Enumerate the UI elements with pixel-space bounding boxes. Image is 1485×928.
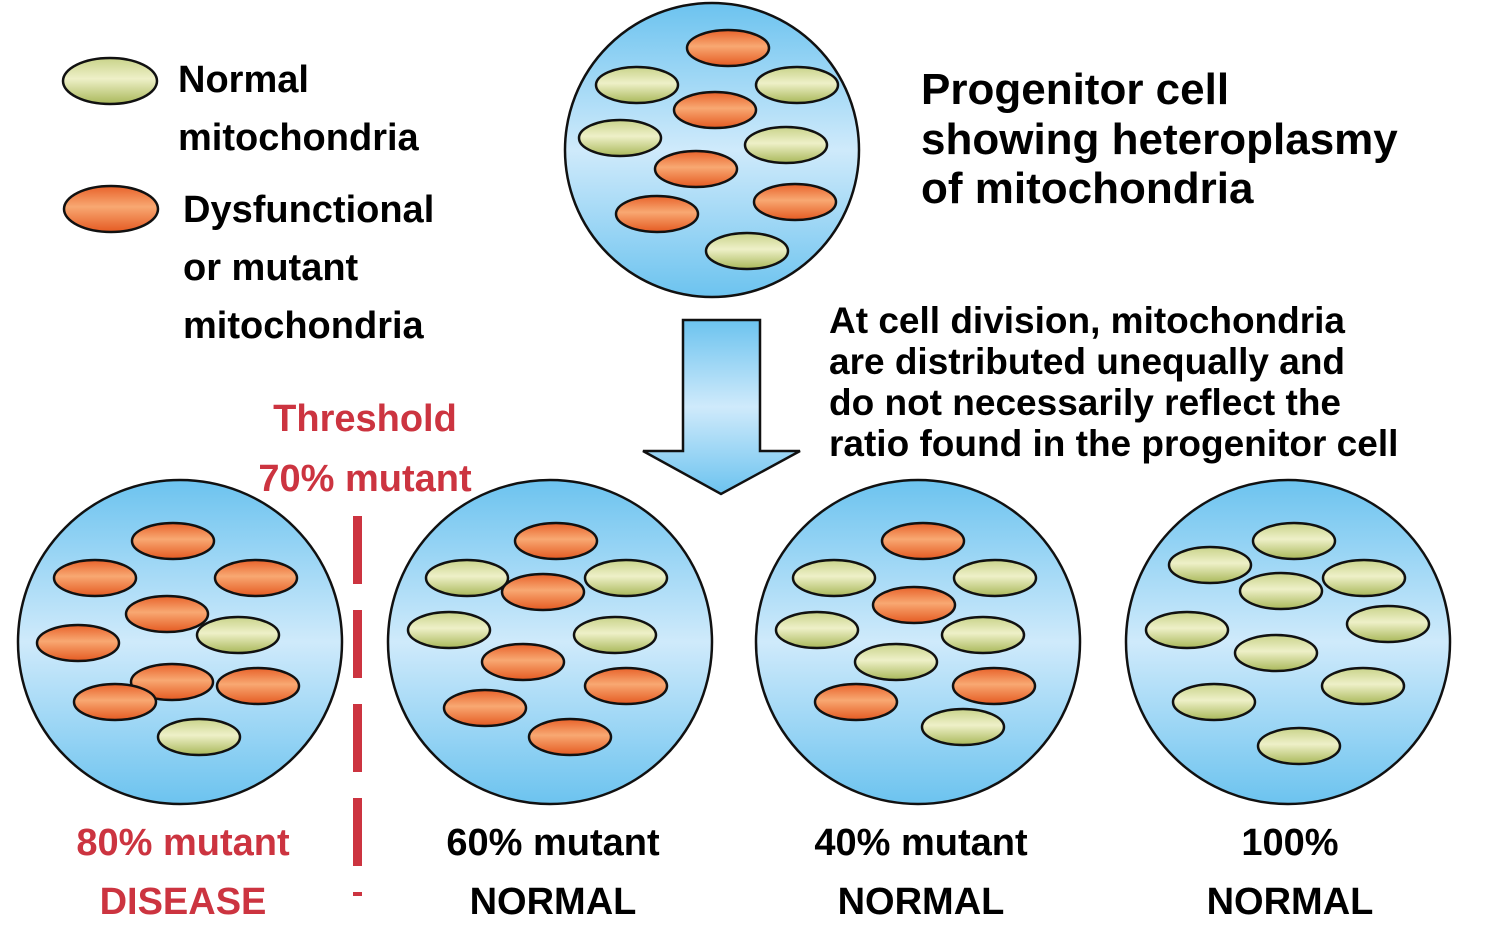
legend-item-mutant: Dysfunctional or mutant mitochondria (62, 184, 434, 347)
mutant-mitochondrion (871, 585, 957, 625)
cell-mitochondria (406, 521, 669, 757)
threshold-line-1: Threshold (273, 398, 457, 440)
threshold-dash (353, 798, 362, 866)
normal-mitochondrion (940, 615, 1026, 655)
daughter-cells: 80% mutant DISEASE 60% mutant NORMAL 40%… (16, 478, 1452, 923)
normal-mitochondrion (406, 610, 492, 650)
normal-mitochondrion (774, 610, 860, 650)
normal-mitochondrion (572, 615, 658, 655)
cell-percent-label: 40% mutant (814, 822, 1028, 864)
cell-mitochondria (1144, 521, 1431, 766)
legend-normal-line-1: Normal (178, 59, 309, 101)
mutant-mitochondrion (672, 90, 758, 130)
mutant-mitochondrion (124, 594, 210, 634)
normal-mitochondrion (583, 558, 669, 598)
legend-item-normal: Normal mitochondria (61, 56, 420, 159)
legend-normal-line-2: mitochondria (178, 117, 420, 159)
progenitor-title-line-2: showing heteroplasmy (921, 115, 1398, 164)
normal-mitochondrion (853, 642, 939, 682)
normal-mitochondrion (594, 65, 680, 105)
mutant-mitochondrion (951, 666, 1037, 706)
mutant-mitochondrion (614, 194, 700, 234)
daughter-cell-60: 60% mutant NORMAL (386, 478, 714, 923)
normal-mitochondrion (577, 118, 663, 158)
legend-mutant-line-3: mitochondria (183, 305, 425, 347)
cell-percent-label: 80% mutant (76, 822, 290, 864)
normal-mitochondrion (952, 558, 1038, 598)
threshold-dash (353, 516, 362, 584)
normal-mitochondrion (424, 558, 510, 598)
cell-status-label: NORMAL (838, 881, 1005, 923)
division-note: At cell division, mitochondria are distr… (829, 300, 1398, 464)
mutant-mitochondrion-icon (62, 184, 160, 234)
cell-status-label: NORMAL (470, 881, 637, 923)
progenitor-title-line-1: Progenitor cell (921, 65, 1229, 114)
mutant-mitochondrion (129, 662, 215, 702)
mutant-mitochondrion (653, 149, 739, 189)
threshold-dash (353, 704, 362, 772)
cell-percent-label: 100% (1241, 822, 1338, 864)
normal-mitochondrion (920, 707, 1006, 747)
threshold-dashed-line (353, 516, 362, 896)
normal-mitochondrion (1321, 558, 1407, 598)
normal-mitochondrion (704, 231, 790, 271)
division-note-line-2: are distributed unequally and (829, 341, 1345, 382)
legend-mutant-line-1: Dysfunctional (183, 189, 434, 231)
daughter-cell-80: 80% mutant DISEASE (16, 478, 344, 923)
normal-mitochondrion-icon (61, 56, 159, 106)
progenitor-title-line-3: of mitochondria (921, 164, 1254, 213)
legend-mutant-line-2: or mutant (183, 247, 359, 289)
mutant-mitochondrion (880, 521, 966, 561)
progenitor-mitochondria (577, 28, 840, 271)
normal-mitochondrion (1251, 521, 1337, 561)
normal-mitochondrion (1345, 604, 1431, 644)
normal-mitochondrion (156, 717, 242, 757)
normal-mitochondrion (1238, 571, 1324, 611)
cell-status-label: NORMAL (1207, 881, 1374, 923)
mutant-mitochondrion (480, 642, 566, 682)
mutant-mitochondrion (583, 666, 669, 706)
mutant-mitochondrion (215, 666, 301, 706)
normal-mitochondrion (791, 558, 877, 598)
normal-mitochondrion (743, 125, 829, 165)
mutant-mitochondrion (500, 572, 586, 612)
normal-mitochondrion (1167, 545, 1253, 585)
mutant-mitochondrion (752, 182, 838, 222)
division-note-line-3: do not necessarily reflect the (829, 382, 1341, 423)
cell-status-label: DISEASE (100, 881, 267, 923)
progenitor-cell (563, 1, 861, 299)
progenitor-title: Progenitor cell showing heteroplasmy of … (921, 65, 1398, 213)
normal-mitochondrion (1144, 610, 1230, 650)
normal-mitochondrion (754, 65, 840, 105)
mutant-mitochondrion (527, 717, 613, 757)
daughter-cell-40: 40% mutant NORMAL (754, 478, 1082, 923)
cell-mitochondria (35, 521, 301, 757)
mutant-mitochondrion (130, 521, 216, 561)
cell-percent-label: 60% mutant (446, 822, 660, 864)
normal-mitochondrion (195, 615, 281, 655)
normal-mitochondrion (1320, 666, 1406, 706)
division-note-line-4: ratio found in the progenitor cell (829, 423, 1398, 464)
threshold-dash (353, 610, 362, 678)
mutant-mitochondrion (213, 558, 299, 598)
mutant-mitochondrion (513, 521, 599, 561)
mutant-mitochondrion (442, 688, 528, 728)
normal-mitochondrion (1256, 726, 1342, 766)
mutant-mitochondrion (52, 558, 138, 598)
normal-mitochondrion (1171, 682, 1257, 722)
threshold-line-2: 70% mutant (258, 458, 472, 500)
down-arrow-icon (642, 318, 801, 496)
threshold-dash (353, 892, 362, 896)
mutant-mitochondrion (685, 28, 771, 68)
division-note-line-1: At cell division, mitochondria (829, 300, 1345, 341)
cell-mitochondria (774, 521, 1038, 747)
daughter-cell-100: 100% NORMAL (1124, 478, 1452, 923)
threshold-marker: Threshold 70% mutant (258, 398, 472, 896)
legend: Normal mitochondria Dysfunctional or mut… (61, 56, 434, 347)
mutant-mitochondrion (35, 623, 121, 663)
mutant-mitochondrion (813, 682, 899, 722)
normal-mitochondrion (1233, 633, 1319, 673)
mutant-mitochondrion (72, 682, 158, 722)
